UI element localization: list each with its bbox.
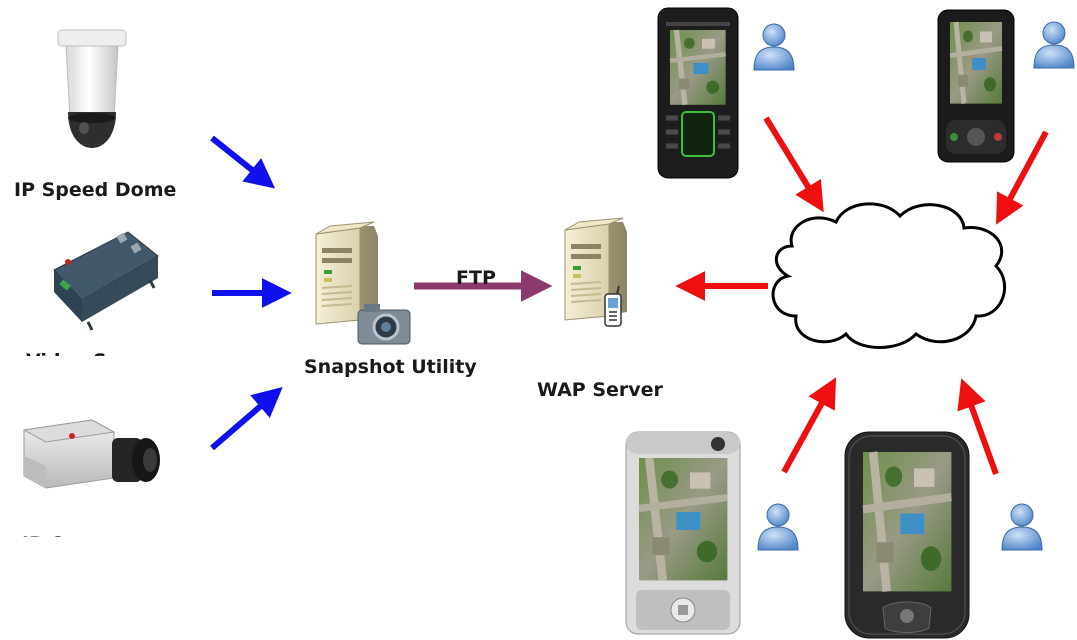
camera-icon bbox=[357, 304, 411, 345]
ip-speed-dome-label: IP Speed Dome bbox=[14, 179, 176, 201]
user-icon bbox=[1001, 503, 1043, 551]
user-icon bbox=[757, 503, 799, 551]
arrow-camera-to-snapshot bbox=[210, 387, 283, 451]
wap-server-label: WAP Server bbox=[537, 379, 664, 401]
arrow-dome-to-snapshot bbox=[210, 135, 276, 189]
cloud-icon bbox=[771, 202, 1007, 349]
wap-server-icon bbox=[564, 217, 628, 327]
user-icon bbox=[1033, 21, 1075, 69]
arrow-user2-to-cloud bbox=[996, 130, 1049, 225]
box-camera-icon bbox=[22, 419, 160, 489]
phone-icon bbox=[625, 431, 741, 635]
ftp-label: FTP bbox=[456, 267, 496, 289]
speed-dome-camera-icon bbox=[57, 29, 127, 148]
ip-camera-label: IP Camera bbox=[22, 533, 131, 555]
phone-icon bbox=[937, 9, 1015, 163]
video-server-icon bbox=[53, 231, 159, 331]
svg-text:Video Server: Video Server bbox=[26, 350, 164, 372]
arrow-user3-to-cloud bbox=[781, 377, 837, 474]
svg-text:IP Camera: IP Camera bbox=[22, 533, 131, 555]
video-server-label: Video Server bbox=[26, 350, 164, 372]
arrow-user4-to-cloud bbox=[957, 378, 999, 476]
arrow-user1-to-cloud bbox=[763, 116, 824, 213]
phone-icon bbox=[657, 7, 739, 179]
snapshot-utility-label: Snapshot Utility bbox=[304, 356, 477, 378]
user-icon bbox=[753, 23, 795, 71]
phone-icon bbox=[844, 431, 970, 639]
